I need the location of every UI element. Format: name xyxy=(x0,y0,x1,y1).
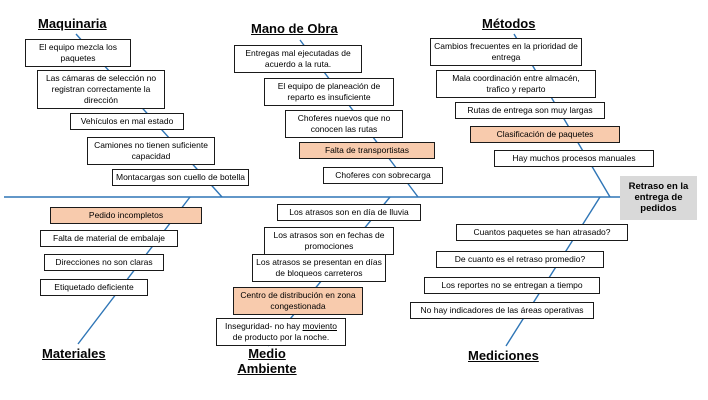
mediciones-cause-3: Los reportes no se entregan a tiempo xyxy=(424,277,600,294)
maquinaria-cause-4: Camiones no tienen suficiente capacidad xyxy=(87,137,215,165)
note-text-underlined: moviento xyxy=(302,321,338,331)
mediciones-cause-2: De cuanto es el retraso promedio? xyxy=(436,251,604,268)
materiales-cause-3: Direcciones no son claras xyxy=(44,254,164,271)
medio-ambiente-cause-2: Los atrasos son en fechas de promociones xyxy=(264,227,394,255)
mediciones-cause-1: Cuantos paquetes se han atrasado? xyxy=(456,224,628,241)
medio-ambiente-cause-5: Inseguridad- no hay moviento de producto… xyxy=(216,318,346,346)
materiales-cause-2: Falta de material de embalaje xyxy=(40,230,178,247)
metodos-cause-4: Clasificación de paquetes xyxy=(470,126,620,143)
mano-de-obra-cause-3: Choferes nuevos que no conocen las rutas xyxy=(285,110,403,138)
mediciones-cause-4: No hay indicadores de las áreas operativ… xyxy=(410,302,594,319)
mediciones-branch-line xyxy=(505,196,601,347)
maquinaria-cause-3: Vehículos en mal estado xyxy=(70,113,184,130)
maquinaria-cause-1: El equipo mezcla los paquetes xyxy=(25,39,131,67)
maquinaria-cause-2: Las cámaras de selección no registran co… xyxy=(37,70,165,109)
category-label-maquinaria: Maquinaria xyxy=(38,16,107,31)
metodos-cause-1: Cambios frecuentes en la prioridad de en… xyxy=(430,38,582,66)
effect-box: Retraso en la entrega de pedidos xyxy=(620,176,697,220)
mano-de-obra-cause-5: Choferes con sobrecarga xyxy=(323,167,443,184)
category-label-materiales: Materiales xyxy=(42,346,106,361)
medio-ambiente-cause-3: Los atrasos se presentan en días de bloq… xyxy=(252,254,386,282)
medio-ambiente-cause-1: Los atrasos son en día de lluvia xyxy=(277,204,421,221)
note-text-pre: Inseguridad- no hay xyxy=(225,321,303,331)
mano-de-obra-cause-2: El equipo de planeación de reparto es in… xyxy=(264,78,394,106)
note-text-post: de producto por la noche. xyxy=(232,331,330,342)
category-label-mano-de-obra: Mano de Obra xyxy=(251,21,338,36)
metodos-cause-3: Rutas de entrega son muy largas xyxy=(455,102,605,119)
metodos-cause-5: Hay muchos procesos manuales xyxy=(494,150,654,167)
materiales-cause-4: Etiquetado deficiente xyxy=(40,279,148,296)
category-label-mediciones: Mediciones xyxy=(468,348,539,363)
mano-de-obra-cause-1: Entregas mal ejecutadas de acuerdo a la … xyxy=(234,45,362,73)
medio-ambiente-cause-4: Centro de distribución en zona congestio… xyxy=(233,287,363,315)
category-label-medio-ambiente: Medio Ambiente xyxy=(237,346,297,376)
maquinaria-cause-5: Montacargas son cuello de botella xyxy=(112,169,249,186)
category-label-metodos: Métodos xyxy=(482,16,536,31)
metodos-cause-2: Mala coordinación entre almacén, trafico… xyxy=(436,70,596,98)
materiales-cause-1: Pedido incompletos xyxy=(50,207,202,224)
mano-de-obra-cause-4: Falta de transportistas xyxy=(299,142,435,159)
